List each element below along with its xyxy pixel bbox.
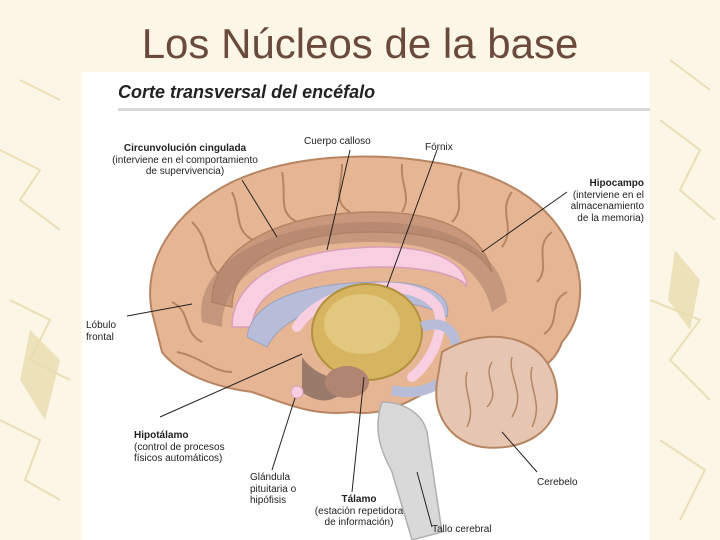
label-corpus-callosum-name: Cuerpo calloso [304,136,371,147]
label-thalamus-desc2: de información) [324,517,394,528]
label-hypothalamus-desc2: físicos automáticos) [134,453,223,464]
slide-title: Los Núcleos de la base [141,20,579,67]
label-cingulate-desc1: (interviene en el comportamiento [112,154,258,166]
label-hypothalamus-name: Hipotálamo [134,430,189,441]
label-hippocampus-desc3: de la memoria) [577,212,644,224]
label-pituitary: Glándula pituitaria o hipófisis [250,472,296,507]
cerebellum [435,335,559,449]
label-cingulate-name: Circunvolución cingulada [123,143,247,154]
label-hypothalamus: Hipotálamo (control de procesos físicos … [134,430,225,465]
label-frontal-lobe-name2: frontal [86,331,114,343]
label-fornix: Fórnix [425,142,453,154]
label-brainstem: Tallo cerebral [432,524,491,536]
label-corpus-callosum: Cuerpo calloso [304,136,371,148]
label-thalamus: Tálamo (estación repetidora de informaci… [304,494,414,529]
label-hippocampus-desc2: almacenamiento [570,201,644,212]
heading-rule [118,108,650,111]
label-thalamus-name: Tálamo [341,494,377,505]
label-cingulate-desc2: de supervivencia) [145,166,225,177]
label-hippocampus-desc1: (interviene en el [572,189,644,201]
corpus-callosum [231,246,468,328]
figure-panel: Corte transversal del encéfalo [82,72,650,540]
label-thalamus-desc1: (estación repetidora [314,505,404,517]
label-cingulate: Circunvolución cingulada (interviene en … [110,143,260,178]
label-hypothalamus-desc1: (control de procesos [134,441,225,453]
label-cerebellum-name: Cerebelo [537,477,578,488]
label-pituitary-name3: hipófisis [250,495,287,506]
brain-illustration [126,149,582,540]
figure-heading: Corte transversal del encéfalo [118,82,376,102]
label-fornix-name: Fórnix [425,142,453,153]
label-frontal-lobe: Lóbulo frontal [86,320,116,343]
label-pituitary-name2: pituitaria o [250,483,297,495]
label-frontal-lobe-name1: Lóbulo [86,320,117,331]
label-cerebellum: Cerebelo [537,477,578,489]
label-hippocampus-name: Hipocampo [589,178,644,189]
label-hippocampus: Hipocampo (interviene en el almacenamien… [552,178,644,224]
label-brainstem-name: Tallo cerebral [432,524,492,535]
pituitary-gland [290,385,304,399]
label-pituitary-name1: Glándula [250,472,291,483]
